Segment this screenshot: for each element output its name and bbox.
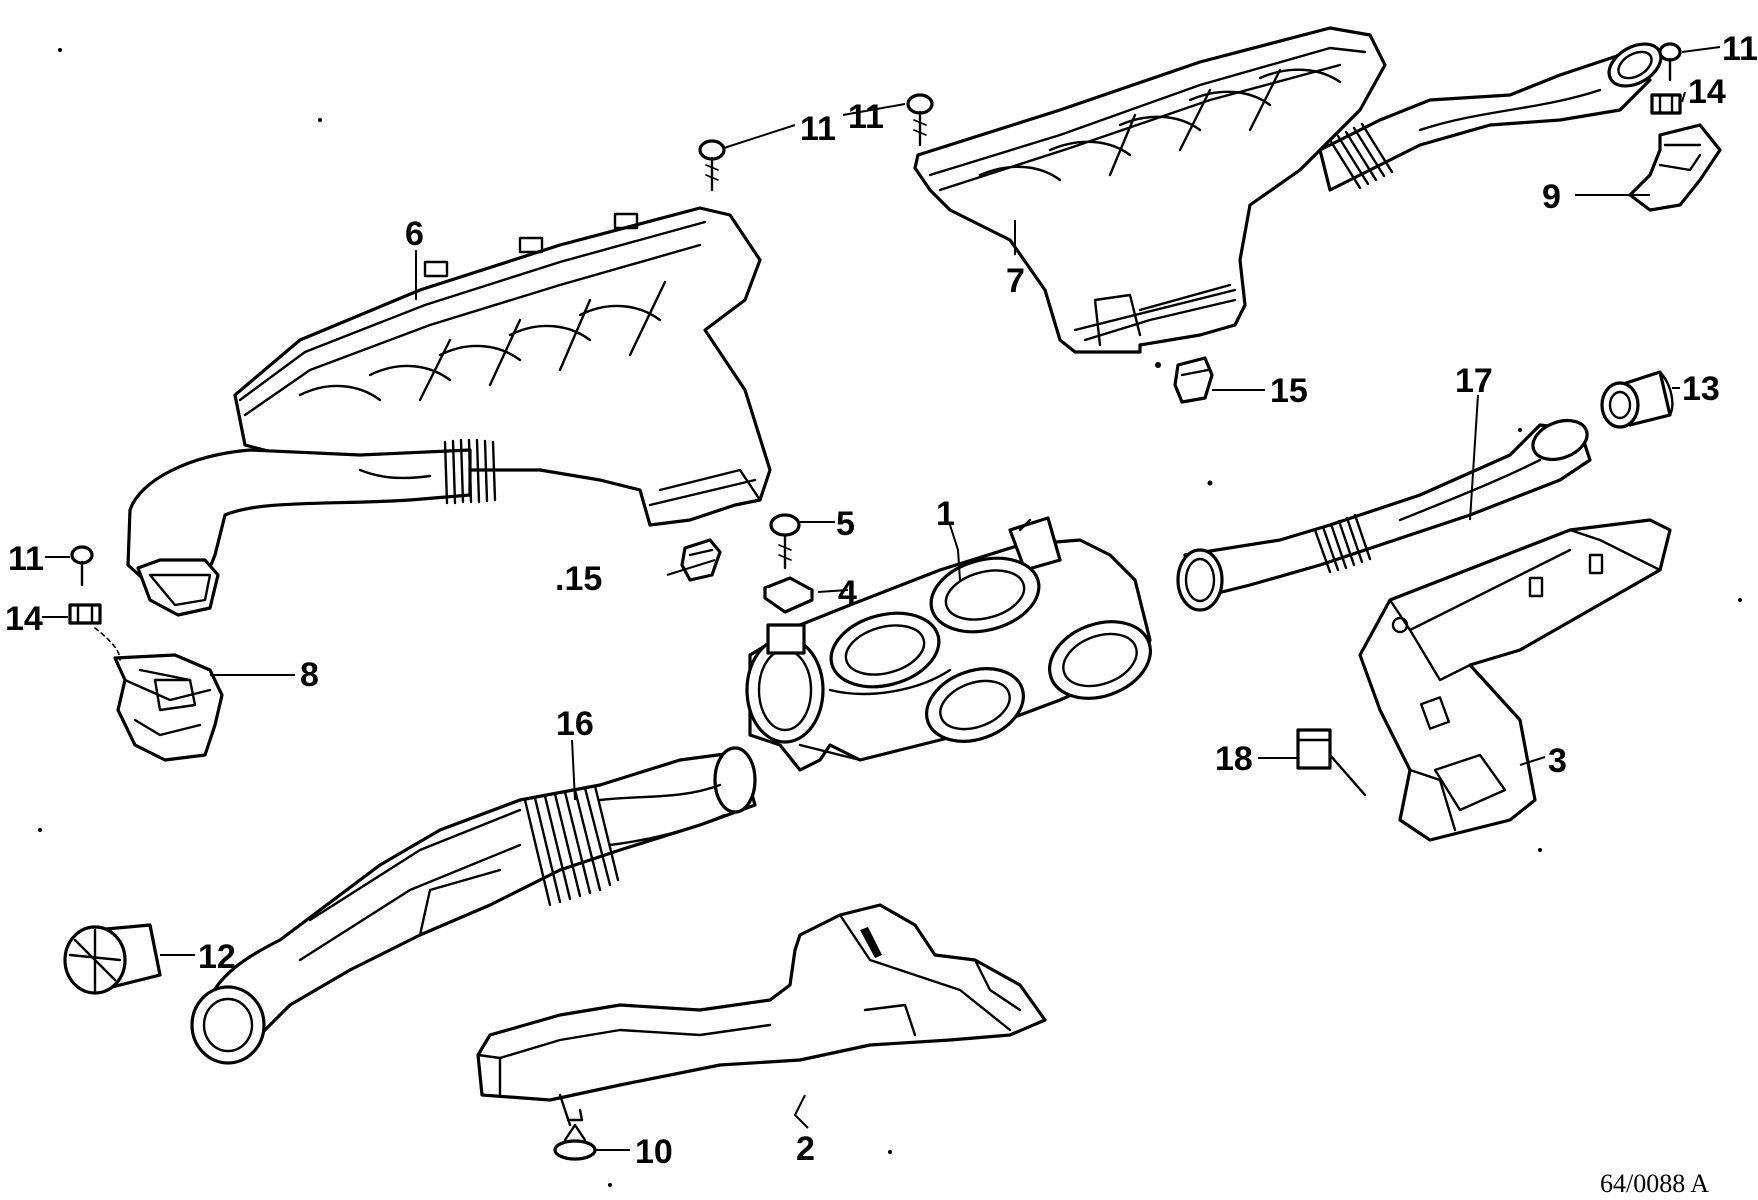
part-17-right-middle-duct bbox=[1176, 418, 1592, 612]
figure-reference-code: 64/0088 A bbox=[1600, 1169, 1709, 1198]
nut-4 bbox=[763, 576, 814, 614]
clip-14-left bbox=[68, 603, 121, 661]
clip-15-right bbox=[1173, 356, 1214, 404]
scan-specks bbox=[38, 48, 1742, 1187]
part-7-bellows bbox=[1328, 122, 1394, 190]
screw-11-left bbox=[70, 545, 94, 587]
part-3-right-bent-duct bbox=[1358, 518, 1672, 842]
callout-11-far-right: 11 bbox=[1722, 30, 1758, 68]
part-7-right-duct-cover bbox=[913, 26, 1663, 354]
callout-4: 4 bbox=[838, 574, 857, 612]
callout-9: 9 bbox=[1542, 178, 1561, 216]
part-13-sleeve bbox=[1600, 370, 1674, 429]
part-17-bellows bbox=[1313, 513, 1372, 574]
callout-18: 18 bbox=[1215, 740, 1253, 778]
callout-11-left: 11 bbox=[8, 540, 44, 578]
callout-7: 7 bbox=[1006, 262, 1025, 300]
callout-15-left: .15 bbox=[555, 560, 602, 598]
callout-11-upper-right: 11 bbox=[848, 98, 884, 136]
callout-17: 17 bbox=[1455, 362, 1493, 400]
part-6-bellows bbox=[443, 438, 497, 505]
clip-10 bbox=[553, 1108, 597, 1161]
part-16-bellows bbox=[523, 784, 620, 907]
part-8-left-vent-housing bbox=[113, 653, 224, 762]
callout-15-right: 15 bbox=[1270, 372, 1308, 410]
screw-5 bbox=[769, 513, 801, 570]
callouts: 1 2 3 4 5 6 7 8 9 10 11 11 11 11 12 13 1… bbox=[5, 30, 1758, 1171]
callout-6: 6 bbox=[405, 215, 424, 253]
callout-3: 3 bbox=[1548, 742, 1567, 780]
part-9-right-vent-housing bbox=[1628, 123, 1722, 212]
callout-16: 16 bbox=[556, 705, 594, 743]
part-6-left-duct-cover bbox=[126, 206, 772, 617]
part-2-lower-center-duct bbox=[476, 903, 1047, 1127]
callout-5: 5 bbox=[836, 505, 855, 543]
part-16-lower-left-duct bbox=[190, 746, 757, 1065]
screw-11-upper-right bbox=[906, 93, 934, 147]
clip-18 bbox=[1296, 728, 1367, 797]
leader-lines bbox=[42, 46, 1721, 1151]
clip-15-left bbox=[680, 538, 722, 582]
callout-11-upper-center: 11 bbox=[800, 110, 836, 148]
callout-8: 8 bbox=[300, 656, 319, 694]
callout-1: 1 bbox=[936, 495, 955, 533]
part-12-round-vent bbox=[63, 923, 162, 995]
screw-11-far-right bbox=[1658, 42, 1682, 82]
callout-14-left: 14 bbox=[5, 600, 43, 638]
part-1-air-distributor bbox=[745, 516, 1152, 772]
callout-14-right: 14 bbox=[1688, 73, 1726, 111]
screw-11-upper-center bbox=[698, 139, 726, 192]
callout-13: 13 bbox=[1682, 370, 1720, 408]
clip-14-right bbox=[1650, 93, 1682, 115]
callout-2: 2 bbox=[796, 1130, 815, 1168]
callout-12: 12 bbox=[198, 938, 236, 976]
callout-10: 10 bbox=[635, 1133, 673, 1171]
